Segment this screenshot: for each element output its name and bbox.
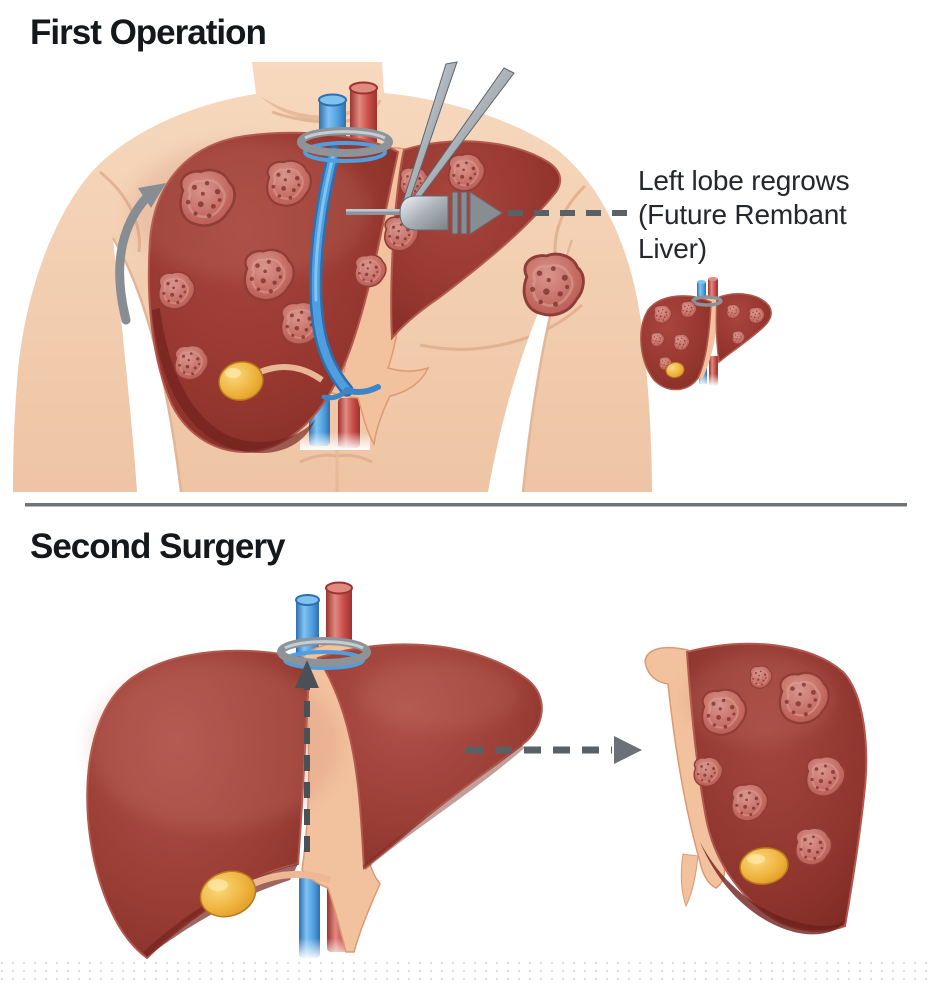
annotation-line-2: (Future Rembant: [638, 199, 847, 230]
future-remnant-liver: [640, 277, 772, 391]
remnant-liver-annotation: Left lobe regrows (Future Rembant Liver): [638, 164, 930, 266]
vessel-clamp-2: [277, 637, 371, 670]
section-divider: [25, 503, 907, 507]
cystic-duct: [258, 363, 324, 383]
regrown-liver: [86, 642, 543, 960]
diseased-liver: [130, 131, 562, 454]
annotation-line-3: Liver): [638, 233, 707, 264]
resected-diseased-lobe: [644, 642, 868, 935]
annotation-line-1: Left lobe regrows: [638, 165, 850, 196]
stapler-arrow-device: [346, 191, 503, 235]
left-armpit-gap: [113, 238, 181, 492]
liver-inferior-shadow: [152, 308, 315, 454]
portal-branch: [309, 145, 381, 401]
first-operation-title: First Operation: [30, 13, 267, 52]
vessel-clamp: [297, 127, 393, 163]
gallbladder-2: [199, 870, 257, 918]
gallbladder-3: [739, 847, 789, 885]
gallbladder: [218, 361, 264, 401]
curved-arrow-icon: [115, 183, 166, 325]
removal-arrow-icon: [466, 736, 642, 764]
second-surgery-title: Second Surgery: [30, 527, 285, 566]
bottom-texture: [0, 961, 932, 985]
split-line-arrow: [295, 660, 319, 852]
surgical-forceps: [400, 61, 515, 210]
cystic-duct-2: [250, 870, 332, 888]
